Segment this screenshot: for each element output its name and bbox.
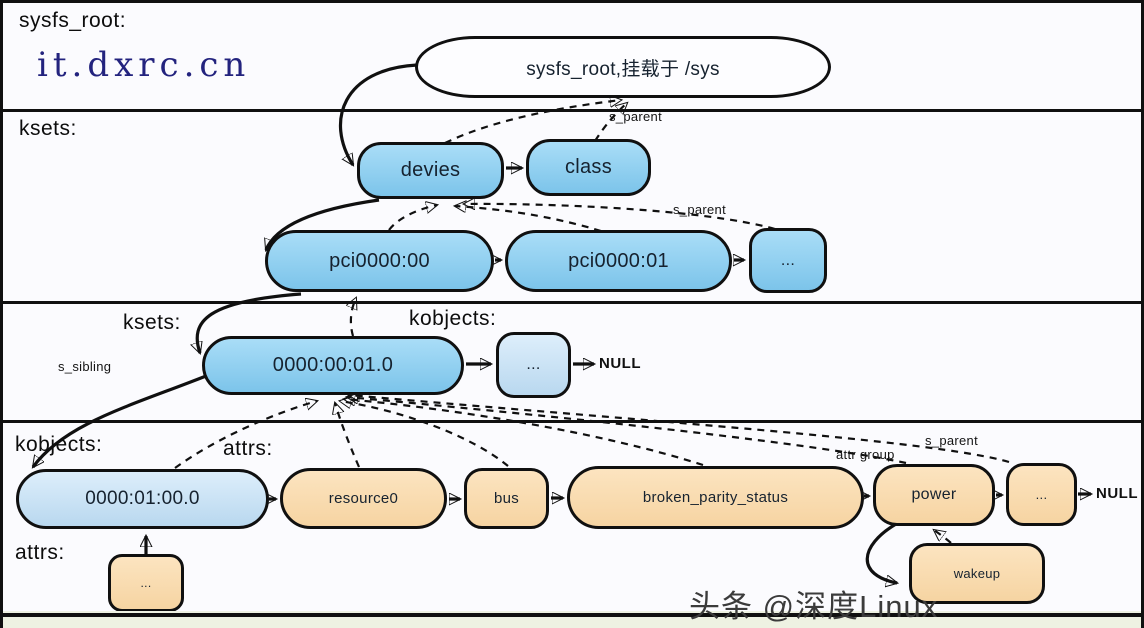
arrow-pci0000-00-to-kset <box>197 292 302 353</box>
arrow-power-to-wakeup <box>865 522 897 583</box>
band-divider-2 <box>3 301 1141 304</box>
band4-label-kobjects: kobjects: <box>15 433 103 456</box>
label-s-parent-mid: s_parent <box>673 202 726 217</box>
arrow-s-sibling <box>31 374 207 467</box>
node-kobj-0000-01-00-0: 0000:01:00.0 <box>16 469 269 529</box>
dashed-class-to-root <box>594 103 627 142</box>
bottom-strip-light-1 <box>3 611 1141 613</box>
node-sysfs-root: sysfs_root,挂载于 /sys <box>415 36 831 98</box>
band-divider-1 <box>3 109 1141 112</box>
node-attr-more: ... <box>1006 463 1077 526</box>
node-pci-more: ... <box>749 228 827 293</box>
dashed-pci-more-to-devies <box>464 204 776 231</box>
dashed-kset-to-pci00 <box>351 298 356 337</box>
node-wakeup: wakeup <box>909 543 1045 604</box>
dashed-bus-to-kset <box>340 401 509 467</box>
label-s-parent-top: s_parent <box>609 109 662 124</box>
node-bus: bus <box>464 468 549 529</box>
dashed-power-attr-group-to-kset <box>347 397 907 465</box>
credit-watermark: 头条 @深度Linux <box>689 589 939 624</box>
node-pci0000-00: pci0000:00 <box>265 230 494 292</box>
dashed-attr-more-to-kset <box>349 395 1010 464</box>
band-divider-3 <box>3 420 1141 423</box>
node-broken-parity-status: broken_parity_status <box>567 466 864 529</box>
node-pci0000-01: pci0000:01 <box>505 230 732 292</box>
label-s-sibling: s_sibling <box>58 359 112 374</box>
dashed-wakeup-to-power <box>934 530 952 544</box>
arrow-root-to-devies <box>338 63 418 165</box>
band3-label-kobjects: kobjects: <box>409 307 497 330</box>
band2-label: ksets: <box>19 117 77 140</box>
dashed-bps-to-kset <box>344 399 704 467</box>
node-attrs-more: ... <box>108 554 184 612</box>
band1-label: sysfs_root: <box>19 9 127 32</box>
arrows-layer <box>31 63 1144 628</box>
node-class: class <box>526 139 651 196</box>
node-resource0: resource0 <box>280 468 447 529</box>
label-attr-group: attr group <box>836 447 895 462</box>
bottom-strip-light-2 <box>3 617 1141 628</box>
bottom-border-line <box>3 613 1141 617</box>
dashed-pci01-to-devies <box>455 206 602 233</box>
node-kobj-more: ... <box>496 332 571 398</box>
band4-label-attrs: attrs: <box>223 437 273 460</box>
node-devies: devies <box>357 142 504 199</box>
dashed-devies-to-root <box>444 100 621 144</box>
label-null-kobjects: NULL <box>599 355 641 372</box>
label-null-attrs: NULL <box>1096 485 1138 502</box>
dashed-pci00-to-devies <box>388 205 437 231</box>
band3-label-ksets: ksets: <box>123 311 181 334</box>
dashed-resource0-to-kset <box>335 403 361 468</box>
node-power: power <box>873 464 995 526</box>
site-watermark: it.dxrc.cn <box>37 45 251 85</box>
dashed-kobj-to-kset <box>174 401 317 469</box>
band5-label-attrs: attrs: <box>15 541 65 564</box>
node-kset-0000-00-01-0: 0000:00:01.0 <box>202 336 464 395</box>
label-s-parent-bottom: s_parent <box>925 433 978 448</box>
